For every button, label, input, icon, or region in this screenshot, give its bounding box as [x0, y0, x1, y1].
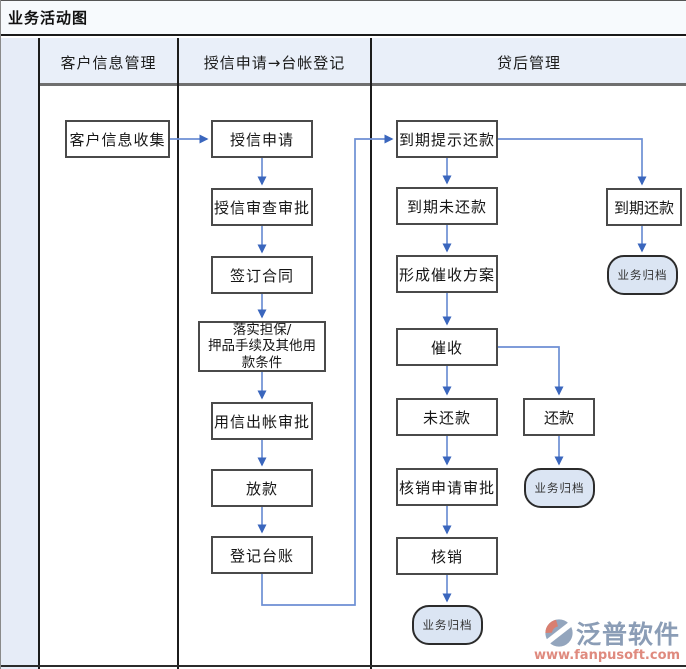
flow-node-repaid: 还款 — [523, 398, 595, 436]
fanpu-logo-icon — [543, 619, 574, 647]
flow-node-due-unpaid: 到期未还款 — [396, 187, 498, 225]
flow-node-customer-info-collect: 客户信息收集 — [65, 120, 170, 158]
flow-node-form-collection-plan: 形成催收方案 — [396, 255, 498, 293]
flow-node-due-remind: 到期提示还款 — [396, 120, 498, 158]
flow-node-disburse: 放款 — [211, 469, 313, 507]
diagram-bottom-border — [1, 665, 686, 667]
lane-header-credit-ledger: 授信申请→台帐登记 — [203, 53, 346, 72]
flow-node-implement-guarantee: 落实担保/ 押品手续及其他用 款条件 — [198, 321, 326, 372]
lane-header-customer-info: 客户信息管理 — [60, 53, 157, 72]
flow-node-due-repaid: 到期还款 — [606, 188, 682, 226]
title-bar: 业务活动图 — [1, 0, 686, 36]
flow-node-register-ledger: 登记台账 — [211, 536, 313, 574]
page-title: 业务活动图 — [8, 9, 89, 27]
flow-node-credit-review: 授信审查审批 — [211, 188, 313, 226]
flow-node-collection: 催收 — [396, 328, 498, 366]
swimlane-header-row — [1, 38, 686, 86]
flow-terminal-archive-3: 业务归档 — [412, 605, 483, 645]
flow-node-writeoff-apply: 核销申请审批 — [396, 468, 498, 506]
fanpu-logo-text: 泛普软件 — [575, 620, 680, 649]
lane-divider-3 — [370, 38, 372, 669]
flow-node-credit-apply: 授信申请 — [211, 120, 313, 158]
fanpu-logo: 泛普软件 www.fanpusoft.com — [534, 615, 680, 663]
flow-terminal-archive-2: 业务归档 — [524, 468, 595, 508]
fanpu-logo-url[interactable]: www.fanpusoft.com — [534, 648, 681, 663]
swimlane-left-strip — [1, 38, 39, 669]
lane-header-postloan: 贷后管理 — [496, 53, 561, 72]
lane-divider-1 — [38, 38, 40, 669]
flow-node-sign-contract: 签订合同 — [211, 256, 313, 294]
lane-divider-2 — [177, 38, 179, 669]
flow-node-unpaid: 未还款 — [396, 398, 498, 436]
flow-node-writeoff: 核销 — [396, 537, 498, 575]
flow-terminal-archive-1: 业务归档 — [607, 255, 678, 295]
flow-node-credit-disburse-approve: 用信出帐审批 — [211, 402, 313, 440]
